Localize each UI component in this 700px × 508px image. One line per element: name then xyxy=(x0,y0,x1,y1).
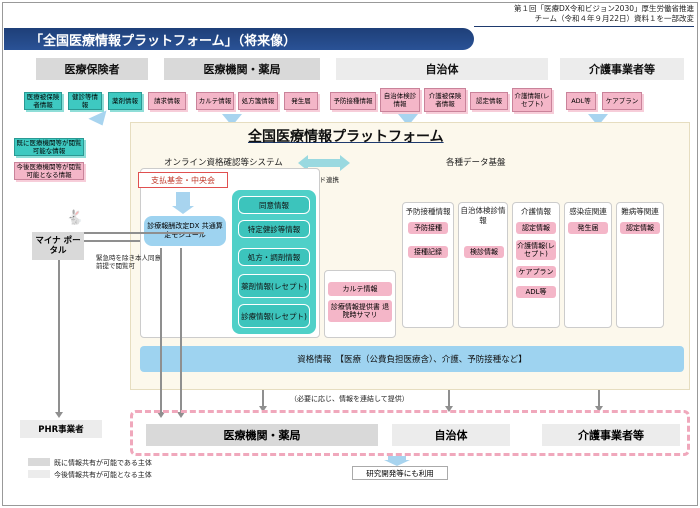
platform-title: 全国医療情報プラットフォーム xyxy=(248,129,444,145)
chip-medical-1: 処方箋情報 xyxy=(238,92,278,110)
header-medical: 医療機関・薬局 xyxy=(164,58,320,80)
chip-insurer-2: 薬剤情報 xyxy=(108,92,142,110)
col-muni-checkup-item-0: 検診情報 xyxy=(464,246,504,258)
cylinder-item-2: 処方・調剤情報 xyxy=(238,248,310,266)
chip-muni-0: 予防接種情報 xyxy=(330,92,376,110)
karte-item-0: カルテ情報 xyxy=(328,282,392,296)
down-line-3 xyxy=(598,390,600,408)
down-line-1 xyxy=(262,390,264,408)
cylinder-item-1: 特定健診等情報 xyxy=(238,220,310,238)
chip-medical-2: 発生届 xyxy=(284,92,318,110)
data-base-label: 各種データ基盤 xyxy=(446,158,506,168)
chip-insurer-1: 健診等情報 xyxy=(68,92,102,110)
link-note: （必要に応じ、情報を連結して提供） xyxy=(290,395,409,403)
payer-arrow-stem xyxy=(176,192,190,208)
col-vaccination xyxy=(402,202,454,328)
rabbit-mascot-icon: 🐇 xyxy=(66,210,84,226)
chip-care-1: ケアプラン xyxy=(602,92,642,110)
source-note: 第１回「医療DX令和ビジョン2030」厚生労働省推進 チーム（令和４年９月22日… xyxy=(474,4,694,27)
down-line-2 xyxy=(448,390,450,408)
col-care-info-item-0: 認定情報 xyxy=(516,222,556,234)
dest-medical: 医療機関・薬局 xyxy=(146,424,378,446)
down-arrow-3 xyxy=(595,406,603,412)
dest-municipality: 自治体 xyxy=(392,424,510,446)
col-rare-disease-item-0: 認定情報 xyxy=(620,222,660,234)
col-vaccination-title: 予防接種情報 xyxy=(405,207,451,216)
myna-link-line xyxy=(84,240,140,242)
online-system-label: オンライン資格確認等システム xyxy=(164,158,283,168)
medical-arrow-2 xyxy=(177,412,185,418)
title-bar xyxy=(4,28,474,50)
platform-to-medical-line-2 xyxy=(180,248,182,414)
col-care-info-item-2: ケアプラン xyxy=(516,266,556,278)
research-arrow-stem xyxy=(388,456,406,462)
cylinder-item-4: 診療情報(レセプト) xyxy=(238,304,310,328)
bottom-entities-box xyxy=(130,410,690,456)
myna-portal[interactable]: マイナ ポータル xyxy=(32,232,84,260)
chip-muni-2: 介護被保険者情報 xyxy=(424,88,466,112)
emergency-note: 緊急時を除き本人同意前提で閲覧可 xyxy=(96,254,161,270)
down-arrow-2 xyxy=(445,406,453,412)
chip-care-0: ADL等 xyxy=(566,92,596,110)
medical-arrow-1 xyxy=(157,412,165,418)
legend-gray-label: 既に情報共有が可能である主体 xyxy=(54,459,152,467)
header-municipality: 自治体 xyxy=(336,58,548,80)
legend-gray-swatch xyxy=(28,458,50,466)
cloud-link-left-arrow xyxy=(298,155,308,171)
myna-top-line xyxy=(84,232,204,234)
legend-teal-chip: 既に医療機関等が閲覧可能な情報 xyxy=(14,138,84,156)
chip-insurer-3: 請求情報 xyxy=(148,92,186,110)
header-insurer: 医療保険者 xyxy=(36,58,148,80)
chip-muni-1: 自治体検診情報 xyxy=(380,88,420,112)
page-title: 「全国医療情報プラットフォーム」（将来像） xyxy=(30,34,297,49)
header-care: 介護事業者等 xyxy=(560,58,684,80)
col-muni-checkup xyxy=(458,202,508,328)
col-infection-item-0: 発生届 xyxy=(568,222,608,234)
col-care-info-item-3: ADL等 xyxy=(516,286,556,298)
cloud-link-bar xyxy=(306,159,340,167)
chip-muni-3: 認定情報 xyxy=(470,92,508,110)
legend-light-swatch xyxy=(28,470,50,478)
col-care-info xyxy=(512,202,560,328)
col-infection-title: 感染症関連 xyxy=(569,207,607,216)
col-care-info-item-1: 介護情報(レセプト) xyxy=(516,240,556,260)
legend-light-label: 今後情報共有が可能となる主体 xyxy=(54,471,152,479)
cloud-link-right-arrow xyxy=(340,155,350,171)
myna-to-phr-arrow xyxy=(55,412,63,418)
cylinder-item-3: 薬剤情報(レセプト) xyxy=(238,274,310,298)
col-infection xyxy=(564,202,612,328)
chip-insurer-0: 医療被保険者情報 xyxy=(24,92,62,110)
myna-to-phr-line xyxy=(58,260,60,414)
payer-arrow-head xyxy=(172,206,194,214)
platform-to-medical-line-1 xyxy=(160,248,162,414)
source-note-line2: チーム（令和４年９月22日）資料１を一部改変 xyxy=(534,14,694,23)
research-label: 研究開発等にも利用 xyxy=(352,466,448,480)
chip-medical-0: カルテ情報 xyxy=(196,92,234,110)
legend-pink-chip: 今後医療機関等が閲覧可能となる情報 xyxy=(14,162,84,180)
down-arrow-1 xyxy=(259,406,267,412)
col-vaccination-item-0: 予防接種 xyxy=(408,222,448,234)
chip-muni-4: 介護情報(レセプト) xyxy=(512,88,552,112)
dest-care: 介護事業者等 xyxy=(542,424,680,446)
payer-label: 支払基金・中央会 xyxy=(138,172,228,188)
research-arrow-head xyxy=(384,460,410,466)
col-rare-disease-title: 難病等関連 xyxy=(621,207,659,216)
qualification-bar: 資格情報 【医療（公費負担医療含）、介護、予防接種など】 xyxy=(140,346,684,372)
karte-item-1: 診療情報提供書 退院時サマリ xyxy=(328,300,392,322)
col-rare-disease xyxy=(616,202,664,328)
phr-operator: PHR事業者 xyxy=(20,420,102,438)
col-vaccination-item-1: 接種記録 xyxy=(408,246,448,258)
dx-module: 診療報酬改定DX 共通算定モジュール xyxy=(144,216,226,246)
col-muni-checkup-title: 自治体検診情報 xyxy=(460,206,506,225)
source-note-line1: 第１回「医療DX令和ビジョン2030」厚生労働省推進 xyxy=(514,4,694,13)
col-care-info-title: 介護情報 xyxy=(521,207,551,216)
cylinder-item-0: 同意情報 xyxy=(238,196,310,214)
